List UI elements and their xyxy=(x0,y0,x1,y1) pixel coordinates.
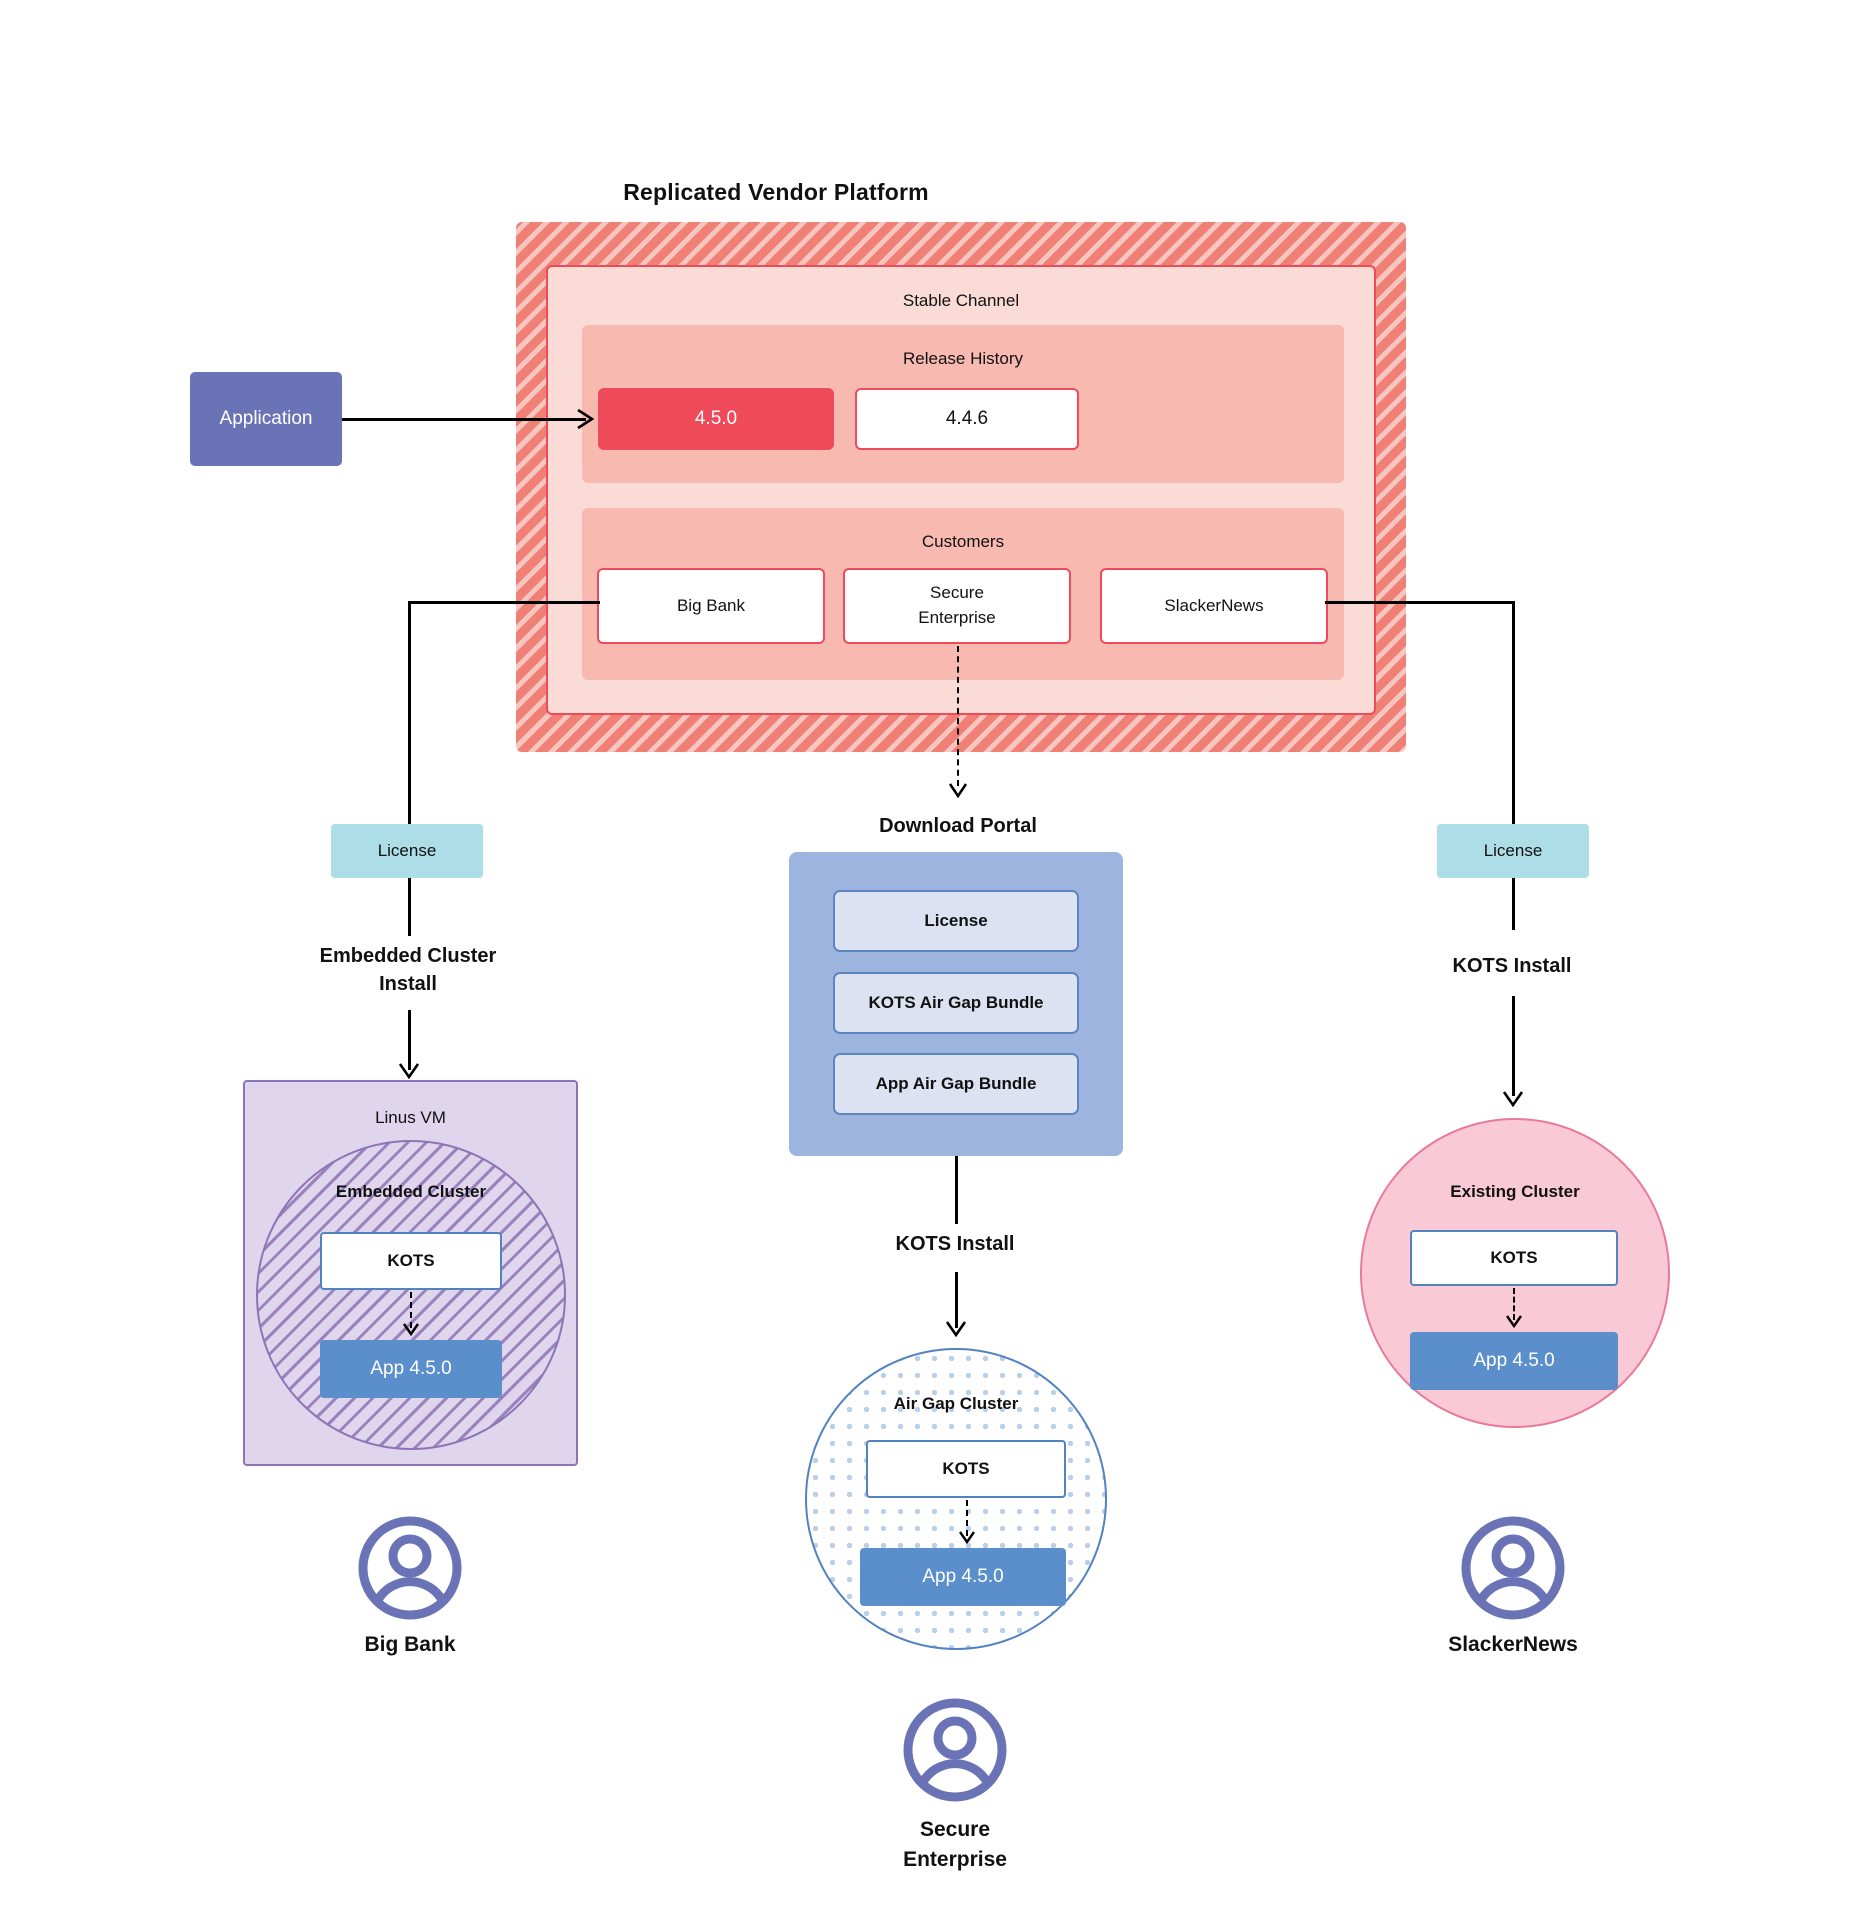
existing-kots-box[interactable]: KOTS xyxy=(1410,1230,1618,1286)
existing-cluster-label: Existing Cluster xyxy=(1450,1182,1580,1201)
right-kots-install-label: KOTS Install xyxy=(1452,954,1572,977)
customer-chip-big-bank[interactable]: Big Bank xyxy=(597,568,825,644)
airgap-kots-to-app-dashed xyxy=(966,1500,968,1536)
customers-label: Customers xyxy=(921,532,1005,551)
download-portal-title: Download Portal xyxy=(879,814,1037,837)
embedded-kots-box[interactable]: KOTS xyxy=(320,1232,502,1290)
install-to-airgap-arrowhead xyxy=(945,1321,967,1338)
customer-label-slackernews: SlackerNews xyxy=(1448,1633,1578,1656)
install-to-airgap-line xyxy=(955,1272,958,1328)
existing-kots-to-app-arrowhead xyxy=(1506,1315,1522,1329)
portal-dashed-arrowhead xyxy=(948,783,968,799)
release-item-current[interactable]: 4.5.0 xyxy=(598,388,834,450)
left-license-box[interactable]: License xyxy=(331,824,483,878)
portal-item-app-air-gap-bundle[interactable]: App Air Gap Bundle xyxy=(833,1053,1079,1115)
embedded-app-box[interactable]: App 4.5.0 xyxy=(320,1340,502,1398)
left-license-to-install-line xyxy=(408,878,411,936)
airgap-kots-box[interactable]: KOTS xyxy=(866,1440,1066,1498)
customer-chip-secure-enterprise[interactable]: Secure Enterprise xyxy=(843,568,1071,644)
existing-app-box[interactable]: App 4.5.0 xyxy=(1410,1332,1618,1390)
portal-to-install-line xyxy=(955,1156,958,1224)
secure-enterprise-to-portal-dashed xyxy=(957,646,959,786)
slackernews-to-right-license-v xyxy=(1512,601,1515,826)
portal-item-kots-air-gap-bundle[interactable]: KOTS Air Gap Bundle xyxy=(833,972,1079,1034)
embedded-kots-to-app-dashed xyxy=(410,1292,412,1328)
bigbank-to-left-license-h xyxy=(408,601,600,604)
embedded-cluster-label: Embedded Cluster xyxy=(335,1182,487,1201)
bigbank-to-left-license-v xyxy=(408,601,411,826)
customer-label-secure-enterprise: Secure Enterprise xyxy=(903,1817,1007,1871)
portal-item-license[interactable]: License xyxy=(833,890,1079,952)
install-to-existing-arrowhead xyxy=(1502,1091,1524,1108)
customer-label-big-bank: Big Bank xyxy=(364,1633,456,1656)
avatar-secure-enterprise xyxy=(903,1698,1007,1802)
avatar-big-bank xyxy=(358,1516,462,1620)
air-gap-cluster-label: Air Gap Cluster xyxy=(893,1394,1019,1413)
install-to-vm-arrowhead xyxy=(398,1063,420,1080)
install-to-vm-line xyxy=(408,1010,411,1070)
customer-chip-slackernews[interactable]: SlackerNews xyxy=(1100,568,1328,644)
embedded-kots-to-app-arrowhead xyxy=(403,1323,419,1337)
linux-vm-label: Linus VM xyxy=(375,1108,446,1127)
release-item-previous[interactable]: 4.4.6 xyxy=(855,388,1079,450)
install-to-existing-line xyxy=(1512,996,1515,1096)
right-license-box[interactable]: License xyxy=(1437,824,1589,878)
slackernews-to-right-license-h xyxy=(1325,601,1515,604)
avatar-slackernews xyxy=(1461,1516,1565,1620)
existing-kots-to-app-dashed xyxy=(1513,1288,1515,1320)
release-history-label: Release History xyxy=(903,349,1023,368)
platform-title: Replicated Vendor Platform xyxy=(623,178,929,205)
right-license-to-install-line xyxy=(1512,878,1515,930)
embedded-cluster-install-label: Embedded Cluster Install xyxy=(319,945,497,995)
application-to-release-arrowhead xyxy=(577,408,595,430)
center-kots-install-label: KOTS Install xyxy=(895,1232,1015,1255)
airgap-kots-to-app-arrowhead xyxy=(959,1531,975,1545)
application-box[interactable]: Application xyxy=(190,372,342,466)
stable-channel-label: Stable Channel xyxy=(902,291,1020,310)
application-to-release-line xyxy=(342,418,586,421)
airgap-app-box[interactable]: App 4.5.0 xyxy=(860,1548,1066,1606)
